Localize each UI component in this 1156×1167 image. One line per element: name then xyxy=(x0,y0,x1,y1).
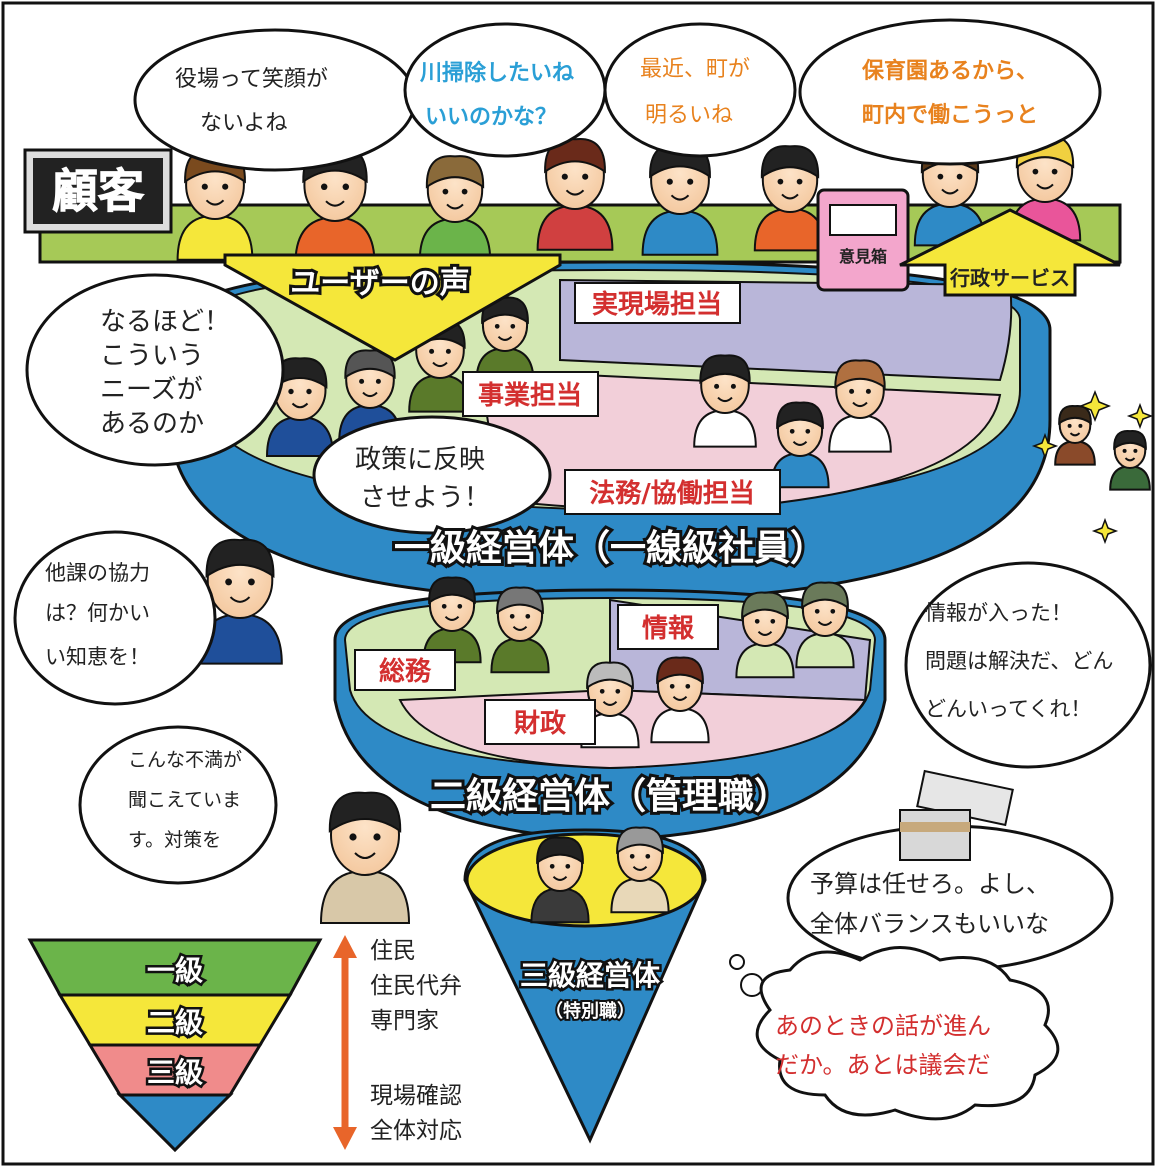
svg-text:事業担当: 事業担当 xyxy=(478,381,582,411)
person-figure xyxy=(536,138,614,251)
speech-bubble-2: 川掃除したいね いいのかな？ xyxy=(403,22,607,158)
person-figure xyxy=(828,359,892,453)
svg-text:す。対策を: す。対策を xyxy=(128,829,221,851)
person-figure xyxy=(530,836,590,924)
money-stacks xyxy=(899,769,1014,861)
svg-text:ニーズが: ニーズが xyxy=(100,375,203,405)
legend-bottom-label-2: 全体対応 xyxy=(370,1118,462,1144)
svg-text:意見箱: 意見箱 xyxy=(839,247,887,266)
svg-text:他課の協力: 他課の協力 xyxy=(45,561,150,585)
svg-text:なるほど！: なるほど！ xyxy=(100,307,230,337)
legend-level-2: 二級 xyxy=(147,1006,203,1039)
person-figure xyxy=(1054,404,1096,466)
person-figure xyxy=(650,656,710,744)
svg-text:役場って笑顔が: 役場って笑顔が xyxy=(175,67,328,92)
svg-text:いいのかな？: いいのかな？ xyxy=(425,105,557,130)
role-label-business: 事業担当 xyxy=(462,371,599,417)
role-label-information: 情報 xyxy=(617,604,719,650)
person-figure xyxy=(580,661,640,749)
customer-badge: 顧客 xyxy=(23,148,173,234)
person-figure xyxy=(735,591,795,679)
svg-text:だか。あとは議会だ: だか。あとは議会だ xyxy=(775,1051,991,1079)
sparkles xyxy=(1031,389,1154,545)
person-figure xyxy=(422,576,482,664)
person-figure xyxy=(753,145,827,252)
svg-text:顧客: 顧客 xyxy=(52,164,144,218)
svg-text:財政: 財政 xyxy=(514,708,566,739)
svg-text:ないよね: ないよね xyxy=(200,111,288,136)
legend-level-1: 一級 xyxy=(147,954,203,987)
speech-bubble-3: 最近、町が 明るいね xyxy=(603,22,797,158)
svg-text:させよう！: させよう！ xyxy=(360,483,490,513)
tier1-band-label: 一級経営体（一線級社員） xyxy=(394,528,826,569)
role-label-finance: 財政 xyxy=(484,699,596,745)
speech-bubble-info-in: 情報が入った！ 問題は解決だ、どん どんいってくれ！ xyxy=(904,561,1152,769)
role-label-site: 実現場担当 xyxy=(574,282,741,324)
svg-text:こんな不満が: こんな不満が xyxy=(128,749,242,771)
legend-top-label-1: 住民 xyxy=(370,938,416,964)
thought-cloud: あのときの話が進ん だか。あとは議会だ xyxy=(729,946,1060,1121)
person-figure xyxy=(418,155,492,262)
role-label-legal: 法務/協働担当 xyxy=(564,469,781,515)
svg-text:は？何かい: は？何かい xyxy=(45,601,150,625)
speech-bubble-complaint: こんな不満が 聞こえていま す。対策を xyxy=(78,725,278,885)
svg-text:どんいってくれ！: どんいってくれ！ xyxy=(925,697,1091,721)
speech-bubble-policy: 政策に反映 させよう！ xyxy=(312,415,552,535)
svg-text:保育園あるから、: 保育園あるから、 xyxy=(861,58,1038,84)
svg-text:明るいね: 明るいね xyxy=(645,103,733,128)
svg-text:こういう: こういう xyxy=(100,341,204,371)
tier3-sublabel: （特別職） xyxy=(545,1000,635,1022)
svg-text:法務/協働担当: 法務/協働担当 xyxy=(589,479,755,509)
person-figure xyxy=(770,401,830,489)
legend-level-3: 三級 xyxy=(147,1056,203,1089)
svg-text:聞こえていま: 聞こえていま xyxy=(128,789,241,811)
svg-text:あのときの話が進ん: あのときの話が進ん xyxy=(775,1012,991,1040)
svg-text:あるのか: あるのか xyxy=(100,409,204,439)
speech-bubble-cooperation: 他課の協力 は？何かい い知恵を！ xyxy=(13,530,217,706)
speech-bubble-needs: なるほど！ こういう ニーズが あるのか xyxy=(25,273,285,467)
svg-text:実現場担当: 実現場担当 xyxy=(592,289,722,320)
svg-text:い知恵を！: い知恵を！ xyxy=(45,645,150,669)
legend-top-label-2: 住民代弁 xyxy=(370,973,462,999)
svg-text:予算は任せろ。よし、: 予算は任せろ。よし、 xyxy=(810,870,1050,898)
svg-text:情報が入った！: 情報が入った！ xyxy=(925,601,1072,625)
person-figure xyxy=(610,826,670,914)
svg-text:町内で働こうっと: 町内で働こうっと xyxy=(862,102,1038,128)
speech-bubble-4: 保育園あるから、 町内で働こうっと xyxy=(798,18,1102,166)
person-figure xyxy=(319,791,411,924)
svg-text:ユーザーの声: ユーザーの声 xyxy=(290,266,469,301)
role-label-general-affairs: 総務 xyxy=(354,649,456,691)
admin-service-arrow: 行政サービス xyxy=(899,208,1121,297)
opinion-box: 意見箱 xyxy=(816,188,910,292)
svg-text:行政サービス: 行政サービス xyxy=(949,266,1070,290)
person-figure xyxy=(693,354,757,448)
person-figure xyxy=(265,357,335,457)
legend-pyramid: 一級 二級 三級 xyxy=(27,938,323,1153)
tier2-band-label: 二級経営体（管理職） xyxy=(430,776,790,817)
tier3-label: 三級経営体 xyxy=(520,959,661,992)
svg-text:全体バランスもいいな: 全体バランスもいいな xyxy=(810,910,1049,938)
svg-text:問題は解決だ、どん: 問題は解決だ、どん xyxy=(925,649,1113,673)
legend-double-arrow: 住民 住民代弁 専門家 現場確認 全体対応 xyxy=(333,935,462,1150)
svg-text:川掃除したいね: 川掃除したいね xyxy=(419,60,574,86)
person-figure xyxy=(197,538,283,665)
svg-text:政策に反映: 政策に反映 xyxy=(355,445,485,475)
speech-bubble-1: 役場って笑顔が ないよね xyxy=(133,28,417,172)
person-figure xyxy=(490,586,550,674)
svg-text:情報: 情報 xyxy=(642,614,695,644)
legend-bottom-label-1: 現場確認 xyxy=(370,1083,462,1109)
person-figure xyxy=(1109,429,1151,491)
legend-top-label-3: 専門家 xyxy=(370,1008,439,1034)
user-voice-arrow: ユーザーの声 xyxy=(223,253,562,362)
person-figure xyxy=(795,581,855,669)
svg-text:最近、町が: 最近、町が xyxy=(640,57,750,82)
svg-text:総務: 総務 xyxy=(379,656,432,687)
